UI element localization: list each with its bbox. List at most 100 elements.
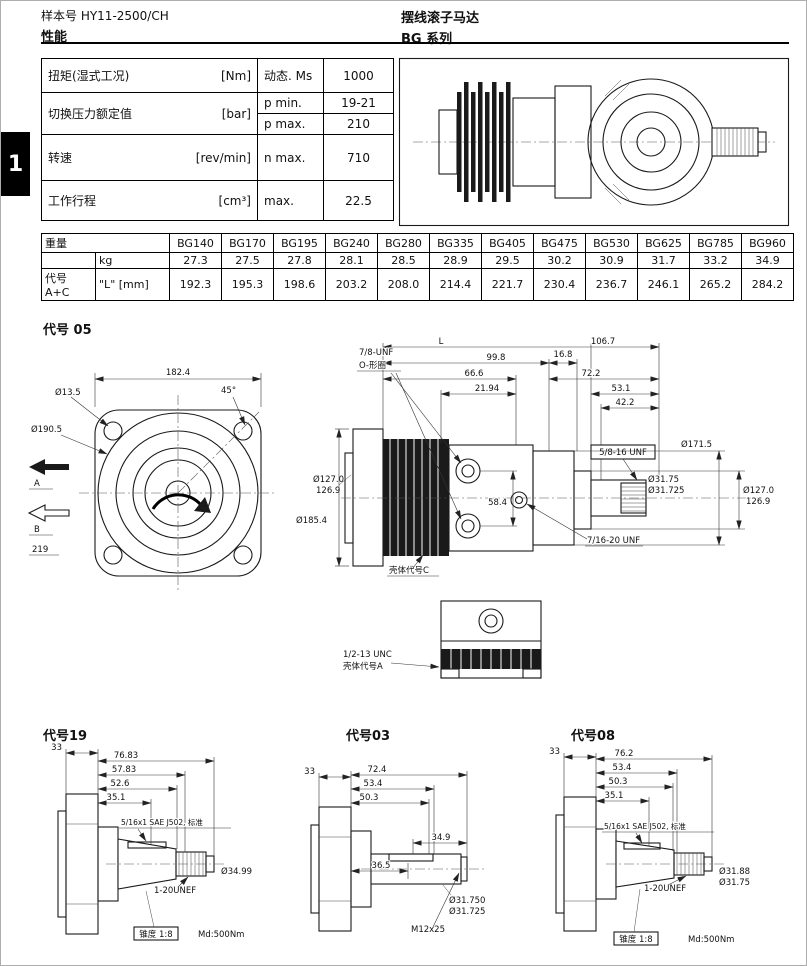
spec-value: 1000 xyxy=(323,58,394,93)
spec-table: 扭矩(湿式工况) [Nm] 动态. Ms 1000 切换压力额定值 [bar] … xyxy=(41,58,394,221)
motor-cross-section-drawing xyxy=(398,57,790,227)
thread-716-unf-label: 7/16-20 UNF xyxy=(587,536,640,546)
weight-header-row: 重量 BG140 BG170 BG195 BG240 BG280 BG335 B… xyxy=(41,233,794,253)
kg-value: 33.2 xyxy=(689,252,742,269)
header-left: 样本号 HY11-2500/CH 性能 xyxy=(41,7,169,45)
dia-127-left-a: Ø127.0 xyxy=(313,474,344,485)
dim-99-8: 99.8 xyxy=(487,353,506,363)
shaft19-dimensions: 33 76.83 57.83 52.6 35.1 xyxy=(50,742,215,856)
case-c-label: 壳体代号C xyxy=(389,565,429,576)
model-header: BG530 xyxy=(585,233,638,253)
spec-param: 扭矩(湿式工况) xyxy=(48,69,130,83)
output-shaft xyxy=(711,127,767,157)
side-body xyxy=(341,428,761,567)
bottom-view: 1/2-13 UNC 壳体代号A xyxy=(342,600,542,679)
kg-value: 27.8 xyxy=(273,252,326,269)
shaft08-body xyxy=(555,796,724,932)
sample-number: 样本号 HY11-2500/CH xyxy=(41,9,169,23)
torque-label: Md:500Nm xyxy=(688,935,734,945)
thread-label: M12x25 xyxy=(411,925,445,935)
model-header: BG195 xyxy=(273,233,326,253)
kg-value: 27.5 xyxy=(221,252,274,269)
dim-72-4: 72.4 xyxy=(368,765,387,775)
spec-value: 710 xyxy=(323,134,394,181)
port-b-label: B xyxy=(34,525,40,535)
section-title-shaft19: 代号19 xyxy=(43,729,88,744)
case-a-label: 壳体代号A xyxy=(343,661,383,672)
model-header: BG140 xyxy=(169,233,222,253)
thread-58-unf-label: 5/8-16 UNF xyxy=(599,448,647,458)
model-header: BG475 xyxy=(533,233,586,253)
torque-label: Md:500Nm xyxy=(198,930,244,940)
model-header: BG625 xyxy=(637,233,690,253)
model-header: BG280 xyxy=(377,233,430,253)
side-labels: 7/8-UNF O-形圈 5/8-16 UNF Ø171.5 Ø127.0 12… xyxy=(295,347,775,577)
taper-label: 锥度 1:8 xyxy=(139,929,172,940)
shaft03-dimensions: 33 72.4 53.4 50.3 34.9 36.5 xyxy=(303,764,468,879)
dim-35-1: 35.1 xyxy=(605,791,624,801)
dim-53-4: 53.4 xyxy=(613,763,632,773)
weight-length-row: 代号 A+C "L" [mm] 192.3 195.3 198.6 203.2 … xyxy=(41,268,794,301)
spec-sublabel: p min. xyxy=(257,92,324,114)
dim-53-1: 53.1 xyxy=(612,384,631,394)
empty-cell xyxy=(41,252,96,269)
dim-50-3: 50.3 xyxy=(609,777,628,787)
taper-label: 锥度 1:8 xyxy=(619,934,652,945)
length-value: 192.3 xyxy=(169,268,222,301)
shaft08-dimensions: 33 76.2 53.4 50.3 35.1 xyxy=(548,746,713,857)
shaft19-labels: 5/16x1 SAE J502, 标准 1-20UNEF Ø34.99 锥度 1… xyxy=(119,816,253,941)
dim-58-4: 58.4 xyxy=(488,498,507,508)
dim-66-6: 66.6 xyxy=(465,369,484,379)
side-top-dimensions: L 106.7 99.8 16.8 66.6 72.2 21.94 53.1 4… xyxy=(382,336,660,480)
kg-label: kg xyxy=(95,252,170,269)
spec-param-cell: 切换压力额定值 [bar] xyxy=(41,92,258,135)
dia-b-label: Ø31.75 xyxy=(719,877,750,888)
shaft08-labels: 5/16x1 SAE J502, 标准 1-20UNEF Ø31.88 Ø31.… xyxy=(602,820,751,946)
shaft03-body xyxy=(310,806,486,932)
dim-57-83: 57.83 xyxy=(112,765,136,775)
length-value: 208.0 xyxy=(377,268,430,301)
dia-127-left-b: 126.9 xyxy=(316,486,340,496)
length-value: 198.6 xyxy=(273,268,326,301)
roller-stack xyxy=(457,82,511,202)
dim-21-94: 21.94 xyxy=(475,384,499,394)
header-right: 摆线滚子马达 BG 系列 xyxy=(401,7,479,47)
dia-31-725-label: Ø31.725 xyxy=(648,485,684,496)
port-a-label: A xyxy=(34,479,40,489)
section-title-shaft03: 代号03 xyxy=(346,729,391,744)
dim-42-2: 42.2 xyxy=(616,398,635,408)
dim-76-2: 76.2 xyxy=(615,749,634,759)
length-value: 236.7 xyxy=(585,268,638,301)
flange-outline xyxy=(79,395,277,591)
shaft08-drawing: 33 76.2 53.4 50.3 35.1 5/16x1 SAE J502, … xyxy=(548,746,751,946)
dim-52-6: 52.6 xyxy=(111,779,130,789)
thread-label: 1-20UNEF xyxy=(154,886,196,896)
spec-unit: [Nm] xyxy=(220,68,251,83)
spec-unit: [cm³] xyxy=(218,193,251,208)
spec-value: 22.5 xyxy=(323,180,394,221)
spec-param: 工作行程 xyxy=(48,194,97,208)
dia-127-right-b: 126.9 xyxy=(746,497,770,507)
shaft03-drawing: 33 72.4 53.4 50.3 34.9 36.5 Ø31.750 Ø31.… xyxy=(303,764,487,936)
side-view-drawing: L 106.7 99.8 16.8 66.6 72.2 21.94 53.1 4… xyxy=(295,336,775,679)
dia-label: Ø34.99 xyxy=(221,866,252,877)
section-title-shaft08: 代号08 xyxy=(571,729,616,744)
product-title: 摆线滚子马达 xyxy=(401,11,480,26)
dim-33: 33 xyxy=(304,767,315,777)
length-value: 221.7 xyxy=(481,268,534,301)
series-title: BG 系列 xyxy=(401,32,453,47)
dim-angle: 45° xyxy=(221,386,236,396)
kg-value: 28.1 xyxy=(325,252,378,269)
spec-param: 转速 xyxy=(48,151,73,165)
spec-value: 19-21 xyxy=(323,92,394,114)
drawing-border xyxy=(398,57,790,227)
length-value: 246.1 xyxy=(637,268,690,301)
shaft03-labels: Ø31.750 Ø31.725 M12x25 xyxy=(410,872,487,936)
oring-label: O-形圈 xyxy=(359,361,386,371)
dia-a-label: Ø31.88 xyxy=(719,866,750,877)
model-header: BG240 xyxy=(325,233,378,253)
weight-label: 重量 xyxy=(41,233,170,253)
kg-value: 27.3 xyxy=(169,252,222,269)
code-label: 代号 A+C xyxy=(41,268,96,301)
